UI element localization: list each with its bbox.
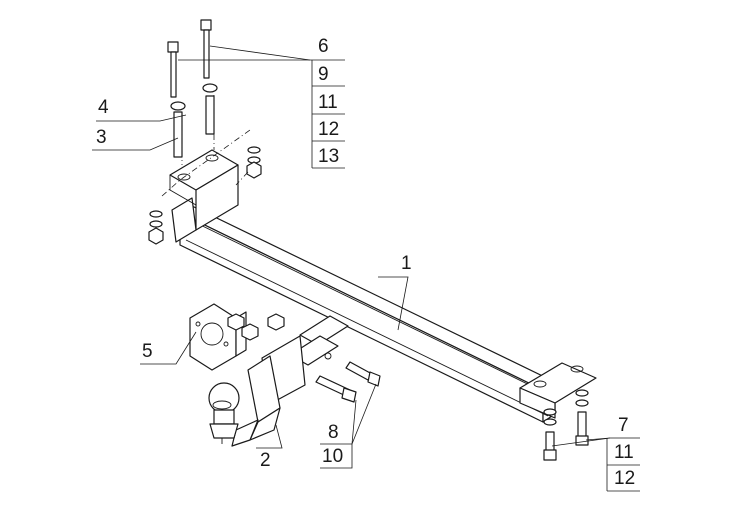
callout-5: 5 xyxy=(142,341,153,362)
assembly-axis-lines xyxy=(161,95,251,197)
socket-nuts xyxy=(227,313,285,341)
right-fastener-stacks xyxy=(543,389,589,461)
callout-12-right: 12 xyxy=(614,468,635,489)
left-fastener-stacks xyxy=(148,146,262,245)
callout-1: 1 xyxy=(401,253,412,274)
ball-mount-arm xyxy=(231,355,281,447)
callout-11-right: 11 xyxy=(614,442,634,463)
callout-11-left: 11 xyxy=(318,92,338,113)
callout-7: 7 xyxy=(618,415,629,436)
callout-10: 10 xyxy=(322,446,343,467)
leader-lines xyxy=(92,45,640,492)
top-left-spacers xyxy=(170,83,218,158)
socket-plate xyxy=(189,303,247,371)
callout-12-left: 12 xyxy=(318,119,339,140)
callout-9: 9 xyxy=(318,64,329,85)
callout-labels: 6 9 11 12 13 4 3 5 1 2 8 10 7 11 12 xyxy=(96,36,635,489)
callout-4: 4 xyxy=(98,97,109,118)
left-bracket xyxy=(169,149,239,243)
tow-ball xyxy=(208,382,240,444)
top-left-bolts xyxy=(167,19,212,98)
center-bolts xyxy=(315,352,381,403)
callout-8: 8 xyxy=(328,422,339,443)
callout-6: 6 xyxy=(318,36,329,57)
callout-2: 2 xyxy=(260,450,271,471)
callout-13: 13 xyxy=(318,146,339,167)
callout-3: 3 xyxy=(96,127,107,148)
